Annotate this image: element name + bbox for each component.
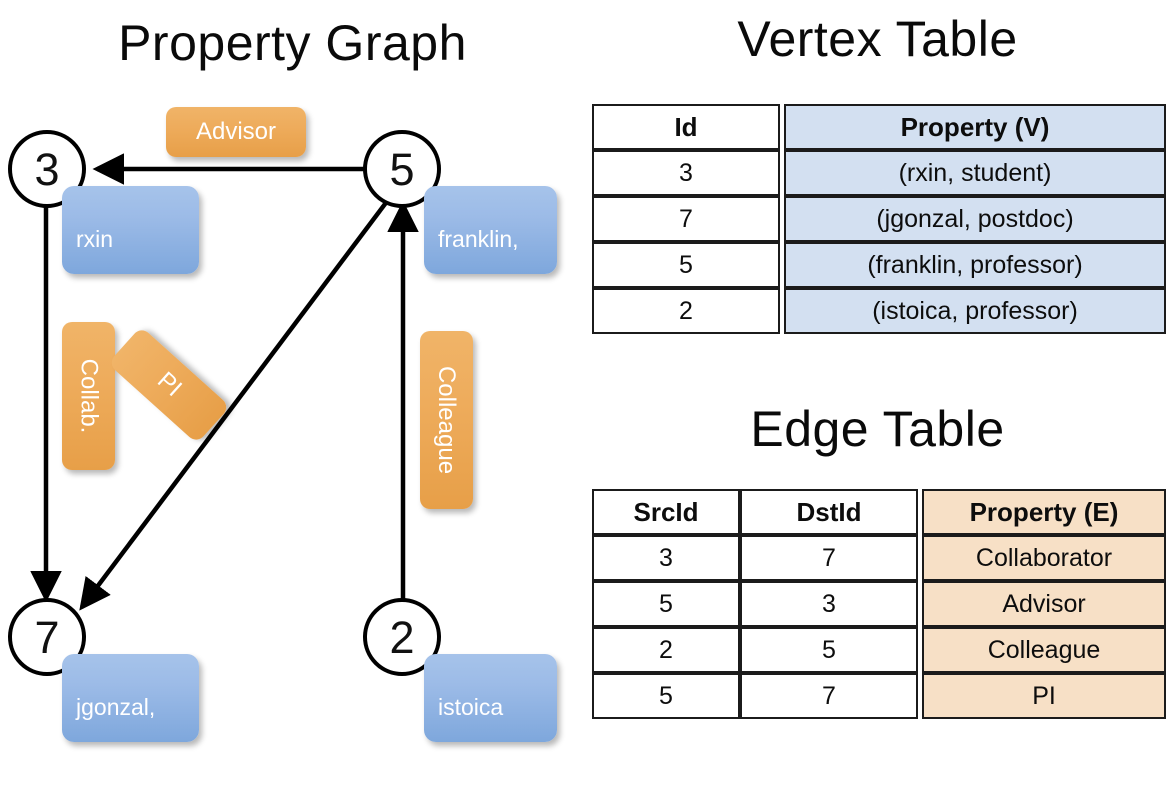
- vertex-row-0-id: 3: [592, 150, 780, 196]
- edge-label-advisor[interactable]: Advisor: [166, 107, 306, 157]
- graph-node-7-property-line1: jgonzal,: [76, 694, 156, 721]
- edge-row-0-property: Collaborator: [922, 535, 1166, 581]
- vertex-table-header-id: Id: [592, 104, 780, 150]
- graph-node-2-property-box[interactable]: istoica prof.: [424, 654, 557, 776]
- edge-row-0-src: 3: [592, 535, 740, 581]
- graph-node-2-property-line1: istoica: [438, 694, 504, 721]
- edge-table-header-row: SrcId DstId Property (E): [592, 489, 1166, 535]
- vertex-row-2-property: (franklin, professor): [784, 242, 1166, 288]
- graph-node-3-property-box[interactable]: rxin stu.: [62, 186, 199, 308]
- edge-label-colleague-text: Colleague: [433, 365, 461, 475]
- graph-node-3-property-line1: rxin: [76, 226, 114, 253]
- graph-node-2-property-line2: prof.: [438, 750, 485, 777]
- vertex-row-3-id: 2: [592, 288, 780, 334]
- edge-row-3-dst: 7: [740, 673, 918, 719]
- graph-node-5-property-box[interactable]: franklin, prof.: [424, 186, 557, 308]
- edge-row-3-property: PI: [922, 673, 1166, 719]
- graph-edges-svg: [30, 153, 419, 611]
- vertex-table: Id Property (V) 3 (rxin, student) 7 (jgo…: [592, 104, 1166, 334]
- vertex-row-3-property: (istoica, professor): [784, 288, 1166, 334]
- vertex-row-0-property: (rxin, student): [784, 150, 1166, 196]
- edge-table: SrcId DstId Property (E) 3 7 Collaborato…: [592, 489, 1166, 719]
- edge-row-2-property: Colleague: [922, 627, 1166, 673]
- table-row[interactable]: 7 (jgonzal, postdoc): [592, 196, 1166, 242]
- edge-label-collab[interactable]: Collab.: [62, 322, 115, 470]
- edge-5-to-7: [79, 198, 390, 611]
- graph-node-5-label: 5: [389, 143, 415, 195]
- edge-label-collab-text: Collab.: [75, 358, 103, 434]
- graph-node-2-label: 2: [389, 611, 415, 663]
- vertex-table-header-row: Id Property (V): [592, 104, 1166, 150]
- edge-table-header-srcid: SrcId: [592, 489, 740, 535]
- edge-table-header-dstid: DstId: [740, 489, 918, 535]
- vertex-row-1-property: (jgonzal, postdoc): [784, 196, 1166, 242]
- graph-node-5-property-line1: franklin,: [438, 226, 519, 253]
- table-row[interactable]: 5 7 PI: [592, 673, 1166, 719]
- vertex-table-title: Vertex Table: [737, 11, 1018, 67]
- table-row[interactable]: 5 3 Advisor: [592, 581, 1166, 627]
- edge-table-title: Edge Table: [750, 401, 1005, 457]
- table-row[interactable]: 2 (istoica, professor): [592, 288, 1166, 334]
- table-row[interactable]: 3 (rxin, student): [592, 150, 1166, 196]
- graph-node-7-property-line2: pst.doc.: [76, 750, 157, 777]
- edge-row-2-dst: 5: [740, 627, 918, 673]
- edge-row-2-src: 2: [592, 627, 740, 673]
- graph-node-2[interactable]: 2: [363, 598, 441, 676]
- edge-row-1-dst: 3: [740, 581, 918, 627]
- edge-label-advisor-text: Advisor: [195, 118, 277, 145]
- edge-label-pi-text: PI: [151, 367, 187, 403]
- property-graph-title: Property Graph: [118, 15, 467, 71]
- graph-node-3-label: 3: [34, 143, 60, 195]
- edge-row-0-dst: 7: [740, 535, 918, 581]
- edge-row-3-src: 5: [592, 673, 740, 719]
- vertex-row-1-id: 7: [592, 196, 780, 242]
- table-row[interactable]: 5 (franklin, professor): [592, 242, 1166, 288]
- vertex-row-2-id: 5: [592, 242, 780, 288]
- vertex-table-header-property: Property (V): [784, 104, 1166, 150]
- property-graph-panel: Property Graph 3 5 7 2 rxin stu. frankli…: [0, 0, 585, 776]
- graph-node-5-property-line2: prof.: [438, 282, 485, 309]
- graph-node-7-property-box[interactable]: jgonzal, pst.doc.: [62, 654, 199, 776]
- edge-label-colleague[interactable]: Colleague: [420, 331, 473, 509]
- table-row[interactable]: 3 7 Collaborator: [592, 535, 1166, 581]
- edge-table-header-property: Property (E): [922, 489, 1166, 535]
- edge-row-1-src: 5: [592, 581, 740, 627]
- graph-node-7-label: 7: [34, 611, 60, 663]
- table-row[interactable]: 2 5 Colleague: [592, 627, 1166, 673]
- graph-node-3-property-line2: stu.: [76, 282, 114, 309]
- edge-row-1-property: Advisor: [922, 581, 1166, 627]
